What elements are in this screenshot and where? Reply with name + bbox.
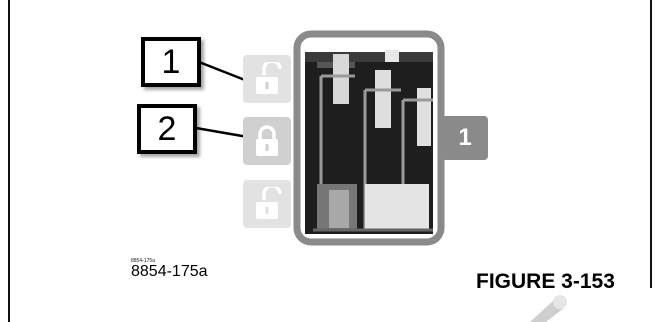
small-part-code: 8854-175a [131,258,155,264]
locked-icon-tile [243,117,291,165]
part-code-label: 8854-175a [131,263,208,280]
leader-line-1 [198,60,251,84]
figure-label: FIGURE 3-153 [476,270,615,293]
leader-line-2 [195,126,249,139]
bin-2 [365,184,429,230]
frame-left-border [8,0,10,322]
callout-badge-1: 1 [442,116,488,160]
callout-2: 2 [137,104,197,154]
callout-1: 1 [141,37,201,87]
latch-1 [333,54,349,104]
frame-right-border [650,0,652,288]
latch-2 [375,70,391,128]
locked-icon [256,125,278,156]
drawer-housing [293,30,445,246]
unlocked-icon [256,187,282,219]
unlocked-icon-tile [243,180,291,228]
latch-3 [417,88,431,146]
unlocked-icon [256,62,282,94]
unlocked-icon-tile [243,55,291,103]
decorative-mark [530,295,567,322]
